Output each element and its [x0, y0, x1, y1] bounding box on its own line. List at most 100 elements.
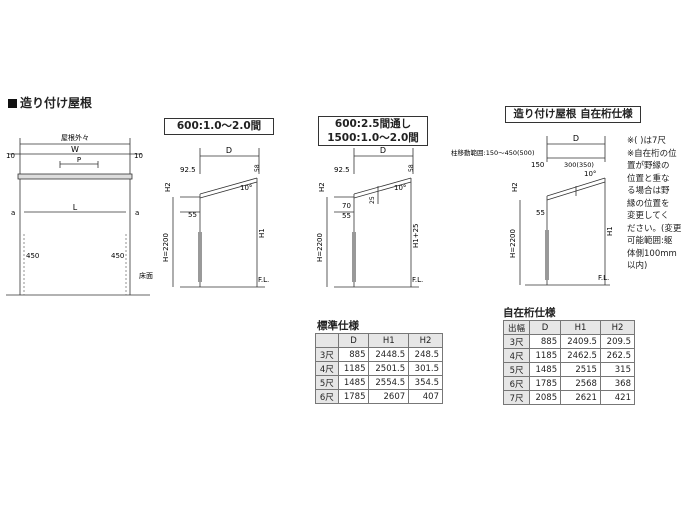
ten-left-label: 10	[6, 152, 15, 160]
table-cell: 4尺	[315, 361, 339, 376]
d55-label: 55	[188, 211, 197, 219]
table-row: 6尺 1785 2568 368	[502, 376, 636, 391]
table-cell: 5尺	[315, 375, 339, 390]
ten-right-label: 10	[134, 152, 143, 160]
h1-label: H1+25	[412, 224, 420, 249]
d925-label: 92.5	[180, 166, 196, 174]
range-label: 柱移動範囲:150～450(500)	[451, 148, 534, 157]
standard-spec-table: D H1 H2 3尺 885 2448.5 248.5 4尺 1185 2501…	[315, 333, 443, 404]
note-line: 体側100mm	[627, 248, 677, 259]
d925-label: 92.5	[334, 166, 350, 174]
note-line: 可能範囲:躯	[627, 236, 673, 246]
table-cell: 1485	[529, 362, 562, 377]
a-right-label: a	[135, 209, 139, 217]
table-cell: 407	[408, 389, 443, 404]
table-cell: 2607	[368, 389, 410, 404]
table-cell: 354.5	[408, 375, 443, 390]
d55-label: 55	[342, 212, 351, 220]
h2200-label: H=2200	[509, 229, 517, 258]
d-label: D	[573, 134, 579, 143]
jizai-note: ※( )は7尺 ※自在桁の位 置が野縁の 位置と重な る場合は野 縁の位置を 変…	[627, 135, 697, 273]
jizai-table-title: 自在桁仕様	[503, 307, 556, 319]
h2-label: H2	[511, 182, 519, 192]
table-cell: 4尺	[502, 348, 531, 363]
table-cell: 6尺	[502, 376, 531, 391]
note-line: 置が野縁の	[627, 161, 670, 171]
table-row: 7尺 2085 2621 421	[502, 390, 636, 405]
diagram4-title: 造り付け屋根 自在桁仕様	[505, 106, 641, 123]
h2200-label: H=2200	[162, 233, 170, 262]
side-view-standard-diagram: D 92.5 58 10° H2 55 H=2200 H1 F.L.	[162, 146, 269, 288]
table-header-row: 出幅 D H1 H2	[502, 320, 636, 335]
h1-label: H1	[606, 226, 614, 236]
table-cell: 1485	[337, 375, 370, 390]
column-header: H2	[599, 320, 636, 335]
table-row: 5尺 1485 2515 315	[502, 362, 636, 377]
front-view-diagram: 屋根外々 10 10 W P L a a 450 450 床面	[6, 133, 153, 296]
diagram2-title: 600:1.0～2.0間	[164, 118, 274, 135]
table-cell: 1785	[337, 389, 370, 404]
table-cell: 6尺	[315, 389, 339, 404]
table-cell: 2462.5	[560, 348, 601, 363]
column-header: H2	[408, 333, 443, 348]
d58-label: 58	[408, 164, 415, 172]
d-label: D	[380, 146, 386, 155]
column-header: D	[529, 320, 562, 335]
table-cell: 2515	[560, 362, 601, 377]
angle-label: 10°	[394, 184, 406, 192]
table-cell: 2448.5	[368, 347, 410, 362]
table-cell: 2568	[560, 376, 601, 391]
diagram3-title-line1: 600:2.5間通し	[334, 118, 412, 130]
table-cell: 2621	[560, 390, 601, 405]
angle-label: 10°	[584, 170, 596, 178]
table-cell: 1185	[529, 348, 562, 363]
d70-label: 70	[342, 202, 351, 210]
d55-label: 55	[536, 209, 545, 217]
jizai-spec-table: 出幅 D H1 H2 3尺 885 2409.5 209.5 4尺 1185 2…	[502, 320, 636, 405]
table-row: 5尺 1485 2554.5 354.5	[315, 375, 443, 390]
table-row: 4尺 1185 2501.5 301.5	[315, 361, 443, 376]
d-label: D	[226, 146, 232, 155]
table-cell: 421	[599, 390, 636, 405]
table-cell: 5尺	[502, 362, 531, 377]
table-cell: 7尺	[502, 390, 531, 405]
floor-label: 床面	[139, 271, 153, 280]
h2-label: H2	[318, 182, 326, 192]
note-line: ※自在桁の位	[627, 148, 677, 159]
side-view-jizai-diagram: D 柱移動範囲:150～450(500) 150 300(350) 10° H2…	[451, 134, 614, 286]
table-row: 3尺 885 2448.5 248.5	[315, 347, 443, 362]
note-line: ださい。(変更	[627, 223, 682, 234]
d58-label: 58	[254, 164, 261, 172]
column-header: D	[337, 333, 370, 348]
table-cell: 2501.5	[368, 361, 410, 376]
note-line: 変更してく	[627, 211, 669, 221]
standard-table-title: 標準仕様	[317, 320, 359, 332]
table-cell: 315	[599, 362, 636, 377]
note-line: 位置と重な	[627, 173, 670, 184]
note-line: る場合は野	[627, 186, 670, 196]
table-cell: 885	[529, 334, 562, 349]
diagram3-title-line2: 1500:1.0～2.0間	[327, 132, 419, 144]
diagram3-title: 600:2.5間通し 1500:1.0～2.0間	[318, 116, 428, 146]
d25-label: 25	[369, 196, 376, 204]
table-row: 6尺 1785 2607 407	[315, 389, 443, 404]
table-cell: 885	[337, 347, 370, 362]
h2200-label: H=2200	[316, 233, 324, 262]
table-row: 4尺 1185 2462.5 262.5	[502, 348, 636, 363]
square-bullet-icon	[8, 99, 17, 108]
table-cell: 301.5	[408, 361, 443, 376]
d300-label: 300(350)	[564, 161, 594, 169]
column-header: H1	[368, 333, 410, 348]
note-line: 縁の位置を	[627, 198, 670, 209]
note-line: ※( )は7尺	[627, 136, 666, 146]
column-header: H1	[560, 320, 601, 335]
fl-label: F.L.	[258, 276, 269, 284]
w-label: W	[71, 145, 79, 154]
a-left-label: a	[11, 209, 15, 217]
p-label: P	[77, 156, 81, 164]
table-cell: 2085	[529, 390, 562, 405]
column-header	[315, 333, 339, 348]
angle-label: 10°	[240, 184, 252, 192]
h2-label: H2	[164, 182, 172, 192]
d450-left-label: 450	[26, 252, 39, 260]
